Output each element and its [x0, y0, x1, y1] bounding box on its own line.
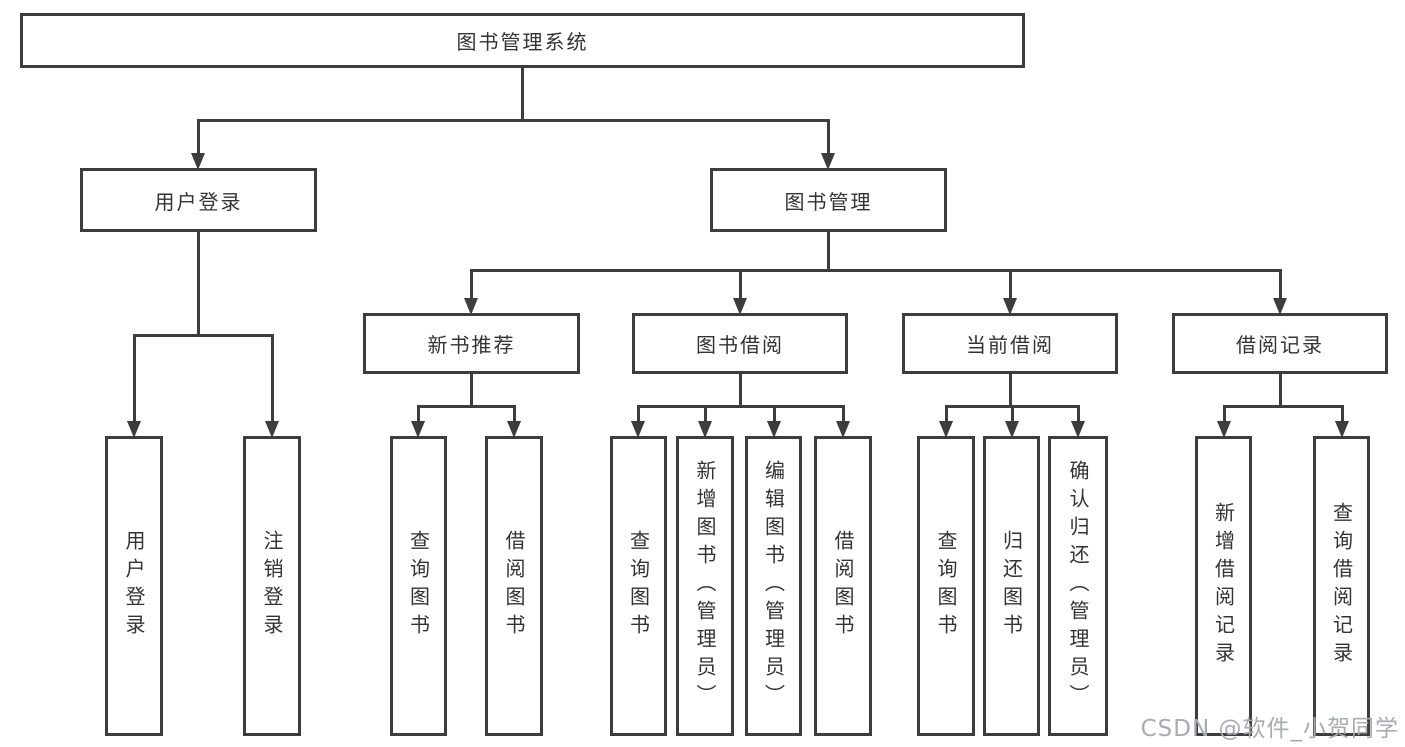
node-leaf-edit-book-admin: 编辑图书（管理员） — [745, 436, 802, 736]
arrow-down-icon — [836, 421, 850, 438]
node-leaf-confirm-return: 确认归还（管理员） — [1048, 436, 1108, 736]
connector-bar — [470, 269, 1282, 272]
arrow-down-icon — [1335, 421, 1349, 438]
node-leaf-query-book-current-label: 查询图书 — [934, 530, 958, 642]
node-leaf-query-borrow-record-label: 查询借阅记录 — [1329, 502, 1354, 670]
arrow-down-icon — [733, 298, 747, 315]
node-leaf-return-book-label: 归还图书 — [999, 530, 1024, 642]
node-leaf-query-book-rec-label: 查询图书 — [406, 530, 431, 642]
connector-bar — [637, 405, 845, 408]
connector-drop — [739, 270, 742, 303]
arrow-down-icon — [127, 421, 141, 438]
node-user-login-label: 用户登录 — [154, 189, 243, 214]
arrow-down-icon — [507, 421, 521, 438]
node-leaf-add-borrow-record: 新增借阅记录 — [1195, 436, 1252, 736]
connector-bar — [417, 405, 516, 408]
node-leaf-borrow-book-rec-label: 借阅图书 — [502, 530, 526, 642]
node-leaf-add-book-admin-label: 新增图书（管理员） — [693, 460, 717, 712]
connector-drop — [1009, 270, 1012, 303]
arrow-down-icon — [631, 421, 645, 438]
arrow-down-icon — [1273, 298, 1287, 315]
connector-stem — [1009, 374, 1012, 406]
connector-drop — [470, 270, 473, 303]
arrow-down-icon — [821, 153, 835, 170]
arrow-down-icon — [698, 421, 712, 438]
node-leaf-borrow-book-label: 借阅图书 — [831, 530, 855, 642]
node-new-book-recommend-label: 新书推荐 — [427, 333, 516, 357]
node-book-borrow-label: 图书借阅 — [696, 333, 784, 357]
connector-drop — [945, 406, 948, 426]
node-leaf-query-book-current: 查询图书 — [917, 436, 975, 736]
csdn-watermark: CSDN @软件_小贺同学 — [1140, 716, 1399, 742]
connector-drop — [1011, 406, 1014, 426]
connector-stem — [827, 232, 830, 270]
connector-drop — [1341, 406, 1344, 426]
connector-stem — [521, 68, 524, 120]
node-leaf-add-borrow-record-label: 新增借阅记录 — [1211, 502, 1236, 670]
arrow-down-icon — [464, 298, 478, 315]
arrow-down-icon — [411, 421, 425, 438]
node-leaf-query-borrow-record: 查询借阅记录 — [1313, 436, 1370, 736]
connector-bar — [197, 119, 830, 122]
node-book-borrow: 图书借阅 — [632, 313, 848, 374]
node-leaf-return-book: 归还图书 — [983, 436, 1040, 736]
node-new-book-recommend: 新书推荐 — [363, 313, 580, 374]
connector-drop — [842, 406, 845, 426]
connector-stem — [470, 374, 473, 406]
connector-stem — [739, 374, 742, 406]
connector-drop — [513, 406, 516, 426]
connector-drop — [637, 406, 640, 426]
node-current-borrow: 当前借阅 — [902, 313, 1118, 374]
connector-drop — [704, 406, 707, 426]
node-leaf-confirm-return-label: 确认归还（管理员） — [1066, 460, 1090, 712]
node-book-management: 图书管理 — [710, 168, 947, 232]
connector-drop — [773, 406, 776, 426]
node-borrow-records-label: 借阅记录 — [1236, 333, 1324, 357]
connector-drop — [827, 120, 830, 158]
arrow-down-icon — [1005, 421, 1019, 438]
arrow-down-icon — [1003, 298, 1017, 315]
node-leaf-user-login: 用户登录 — [105, 436, 163, 736]
node-leaf-logout-label: 注销登录 — [260, 530, 284, 642]
arrow-down-icon — [265, 421, 279, 438]
arrow-down-icon — [767, 421, 781, 438]
node-leaf-borrow-book: 借阅图书 — [814, 436, 872, 736]
node-borrow-records: 借阅记录 — [1172, 313, 1388, 374]
node-leaf-edit-book-admin-label: 编辑图书（管理员） — [761, 460, 786, 712]
connector-bar — [133, 334, 274, 337]
node-leaf-user-login-label: 用户登录 — [122, 530, 146, 642]
node-user-login: 用户登录 — [80, 168, 317, 232]
connector-drop — [417, 406, 420, 426]
connector-drop — [271, 335, 274, 426]
node-leaf-logout: 注销登录 — [243, 436, 301, 736]
node-leaf-query-book-borrow-label: 查询图书 — [626, 530, 651, 642]
connector-drop — [197, 120, 200, 158]
arrow-down-icon — [1071, 421, 1085, 438]
connector-bar — [1223, 405, 1344, 408]
arrow-down-icon — [191, 153, 205, 170]
node-leaf-add-book-admin: 新增图书（管理员） — [676, 436, 734, 736]
connector-drop — [133, 335, 136, 426]
node-leaf-query-book-borrow: 查询图书 — [610, 436, 667, 736]
connector-stem — [1279, 374, 1282, 406]
connector-drop — [1077, 406, 1080, 426]
connector-drop — [1223, 406, 1226, 426]
node-leaf-borrow-book-rec: 借阅图书 — [485, 436, 543, 736]
node-root-label: 图书管理系统 — [456, 30, 589, 54]
connector-stem — [197, 232, 200, 335]
node-leaf-query-book-rec: 查询图书 — [390, 436, 447, 736]
arrow-down-icon — [939, 421, 953, 438]
arrow-down-icon — [1217, 421, 1231, 438]
node-current-borrow-label: 当前借阅 — [966, 333, 1054, 357]
node-book-management-label: 图书管理 — [784, 189, 873, 214]
node-root: 图书管理系统 — [20, 13, 1025, 68]
connector-drop — [1279, 270, 1282, 303]
